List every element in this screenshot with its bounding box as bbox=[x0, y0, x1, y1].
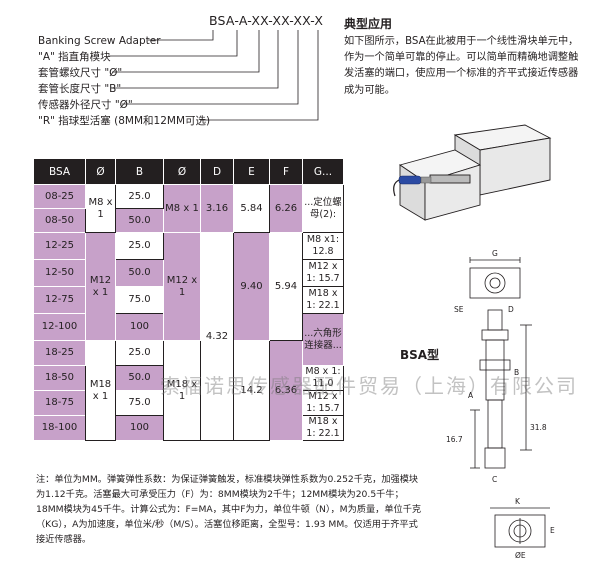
dim-k: K bbox=[515, 497, 521, 506]
table-row: 12-25 M12 x 1 25.0 M12 x 1 4.32 9.40 5.9… bbox=[33, 232, 344, 441]
cell-g: ...六角形连接器... bbox=[302, 313, 344, 366]
cell-f: 6.26 bbox=[269, 184, 303, 233]
slide-unit-illustration bbox=[393, 124, 552, 221]
dim-16-7: 16.7 bbox=[446, 435, 463, 444]
cell-g: M12 x 1: 15.7 bbox=[302, 390, 344, 416]
legend-line-4: 套管长度尺寸 "B" bbox=[38, 83, 122, 95]
dim-e: E bbox=[550, 526, 555, 535]
cell-thread: M8 x 1 bbox=[85, 184, 116, 233]
row-label: 12-100 bbox=[33, 313, 86, 341]
application-text: 如下图所示，BSA在此被用于一个线性滑块单元中，作为一个简单可靠的停止。可以简单… bbox=[344, 36, 579, 96]
cell-g: M12 x 1: 15.7 bbox=[302, 259, 344, 287]
cell-b: 25.0 bbox=[115, 184, 164, 209]
table-row: 18-100 100 M18 x 1: 22.1 bbox=[33, 415, 344, 441]
row-label: 12-50 bbox=[33, 259, 86, 287]
legend-line-1: Banking Screw Adapter bbox=[38, 35, 161, 47]
cell-b: 75.0 bbox=[115, 286, 164, 314]
header-bsa: BSA bbox=[33, 158, 86, 185]
watermark: 索福诺思传感器配件贸易（上海）有限公司 bbox=[160, 374, 578, 398]
cell-b: 50.0 bbox=[115, 365, 164, 391]
cell-thread: M18 x 1 bbox=[85, 340, 116, 441]
spec-table: BSA Ø B Ø D E F G... 08-25 M8 x 1 25.0 M… bbox=[33, 158, 344, 441]
header-d: D bbox=[200, 158, 234, 185]
cell-d: 4.32 bbox=[200, 232, 234, 441]
cell-f: 6.36 bbox=[269, 340, 303, 441]
legend-line-3: 套管螺纹尺寸 "Ø" bbox=[38, 67, 123, 79]
table-row: 12-75 75.0 M18 x 1: 22.1 bbox=[33, 286, 344, 314]
legend-line-5: 传感器外径尺寸 "Ø" bbox=[38, 99, 133, 111]
row-label: 08-50 bbox=[33, 208, 86, 233]
cell-b: 25.0 bbox=[115, 232, 164, 260]
header-g: G... bbox=[302, 158, 344, 185]
header-e: E bbox=[233, 158, 270, 185]
cell-sensor: M8 x 1 bbox=[163, 184, 201, 233]
cell-sensor: M12 x 1 bbox=[163, 232, 201, 341]
row-label: 18-100 bbox=[33, 415, 86, 441]
cell-g: M8 x 1: 11.0 bbox=[302, 365, 344, 391]
cell-sensor: M18 x 1 bbox=[163, 340, 201, 441]
footnote: 注：单位为MM。弹簧弹性系数：为保证弹簧触发，标准模块弹性系数为0.252千克，… bbox=[36, 474, 422, 545]
table-row: 18-75 75.0 M12 x 1: 15.7 bbox=[33, 390, 344, 416]
ordering-code: BSA-A-XX-XX-XX-X bbox=[209, 13, 324, 28]
row-label: 18-50 bbox=[33, 365, 86, 391]
row-label: 18-25 bbox=[33, 340, 86, 366]
cell-b: 100 bbox=[115, 415, 164, 441]
cell-g: M18 x 1: 22.1 bbox=[302, 415, 344, 441]
cell-b: 25.0 bbox=[115, 340, 164, 366]
table-row: 12-100 100 ...六角形连接器... bbox=[33, 313, 344, 366]
dim-c: C bbox=[492, 475, 497, 484]
dim-g: G bbox=[492, 250, 498, 258]
cell-g: M18 x 1: 22.1 bbox=[302, 286, 344, 314]
cell-b: 50.0 bbox=[115, 259, 164, 287]
header-f: F bbox=[269, 158, 303, 185]
header-sensor-dia: Ø bbox=[163, 158, 201, 185]
row-label: 12-25 bbox=[33, 232, 86, 260]
cell-g: M8 x1: 12.8 bbox=[302, 232, 344, 260]
cell-b: 75.0 bbox=[115, 390, 164, 416]
table-header-row: BSA Ø B Ø D E F G... bbox=[33, 158, 344, 185]
dim-b: B bbox=[514, 368, 519, 377]
dim-a: A bbox=[468, 391, 474, 400]
cell-g: ...定位螺母(2): bbox=[302, 184, 344, 233]
dim-d: D bbox=[508, 305, 514, 314]
dim-31-8: 31.8 bbox=[530, 423, 547, 432]
row-label: 08-25 bbox=[33, 184, 86, 209]
table-row: 08-50 50.0 bbox=[33, 208, 344, 233]
row-label: 12-75 bbox=[33, 286, 86, 314]
table-row: 12-50 50.0 M12 x 1: 15.7 bbox=[33, 259, 344, 287]
table-row: 18-25 M18 x 1 25.0 M18 x 1 14.2 6.36 bbox=[33, 340, 344, 441]
dim-oe: ØE bbox=[515, 551, 526, 560]
cell-b: 50.0 bbox=[115, 208, 164, 233]
dim-se: SE bbox=[454, 305, 464, 314]
table-row: 18-50 50.0 M8 x 1: 11.0 bbox=[33, 365, 344, 391]
cell-e: 14.2 bbox=[233, 340, 270, 441]
application-title: 典型应用 bbox=[344, 17, 393, 31]
legend-line-2: "A" 指直角模块 bbox=[38, 51, 111, 63]
drawing-label: BSA型 bbox=[400, 348, 440, 362]
table-row: 08-25 M8 x 1 25.0 M8 x 1 3.16 5.84 6.26 … bbox=[33, 184, 344, 233]
cell-d: 3.16 bbox=[200, 184, 234, 233]
cell-b: 100 bbox=[115, 313, 164, 341]
header-b: B bbox=[115, 158, 164, 185]
header-thread-dia: Ø bbox=[85, 158, 116, 185]
cell-e: 5.84 bbox=[233, 184, 270, 233]
cell-f: 5.94 bbox=[269, 232, 303, 341]
cell-thread: M12 x 1 bbox=[85, 232, 116, 341]
row-label: 18-75 bbox=[33, 390, 86, 416]
cell-e: 9.40 bbox=[233, 232, 270, 341]
legend-line-6: "R" 指球型活塞 (8MM和12MM可选) bbox=[38, 115, 211, 127]
ordering-code-leaders bbox=[110, 30, 319, 121]
bsa-technical-drawing: G SE D B A 31.8 16.7 C K E ØE bbox=[446, 250, 555, 560]
